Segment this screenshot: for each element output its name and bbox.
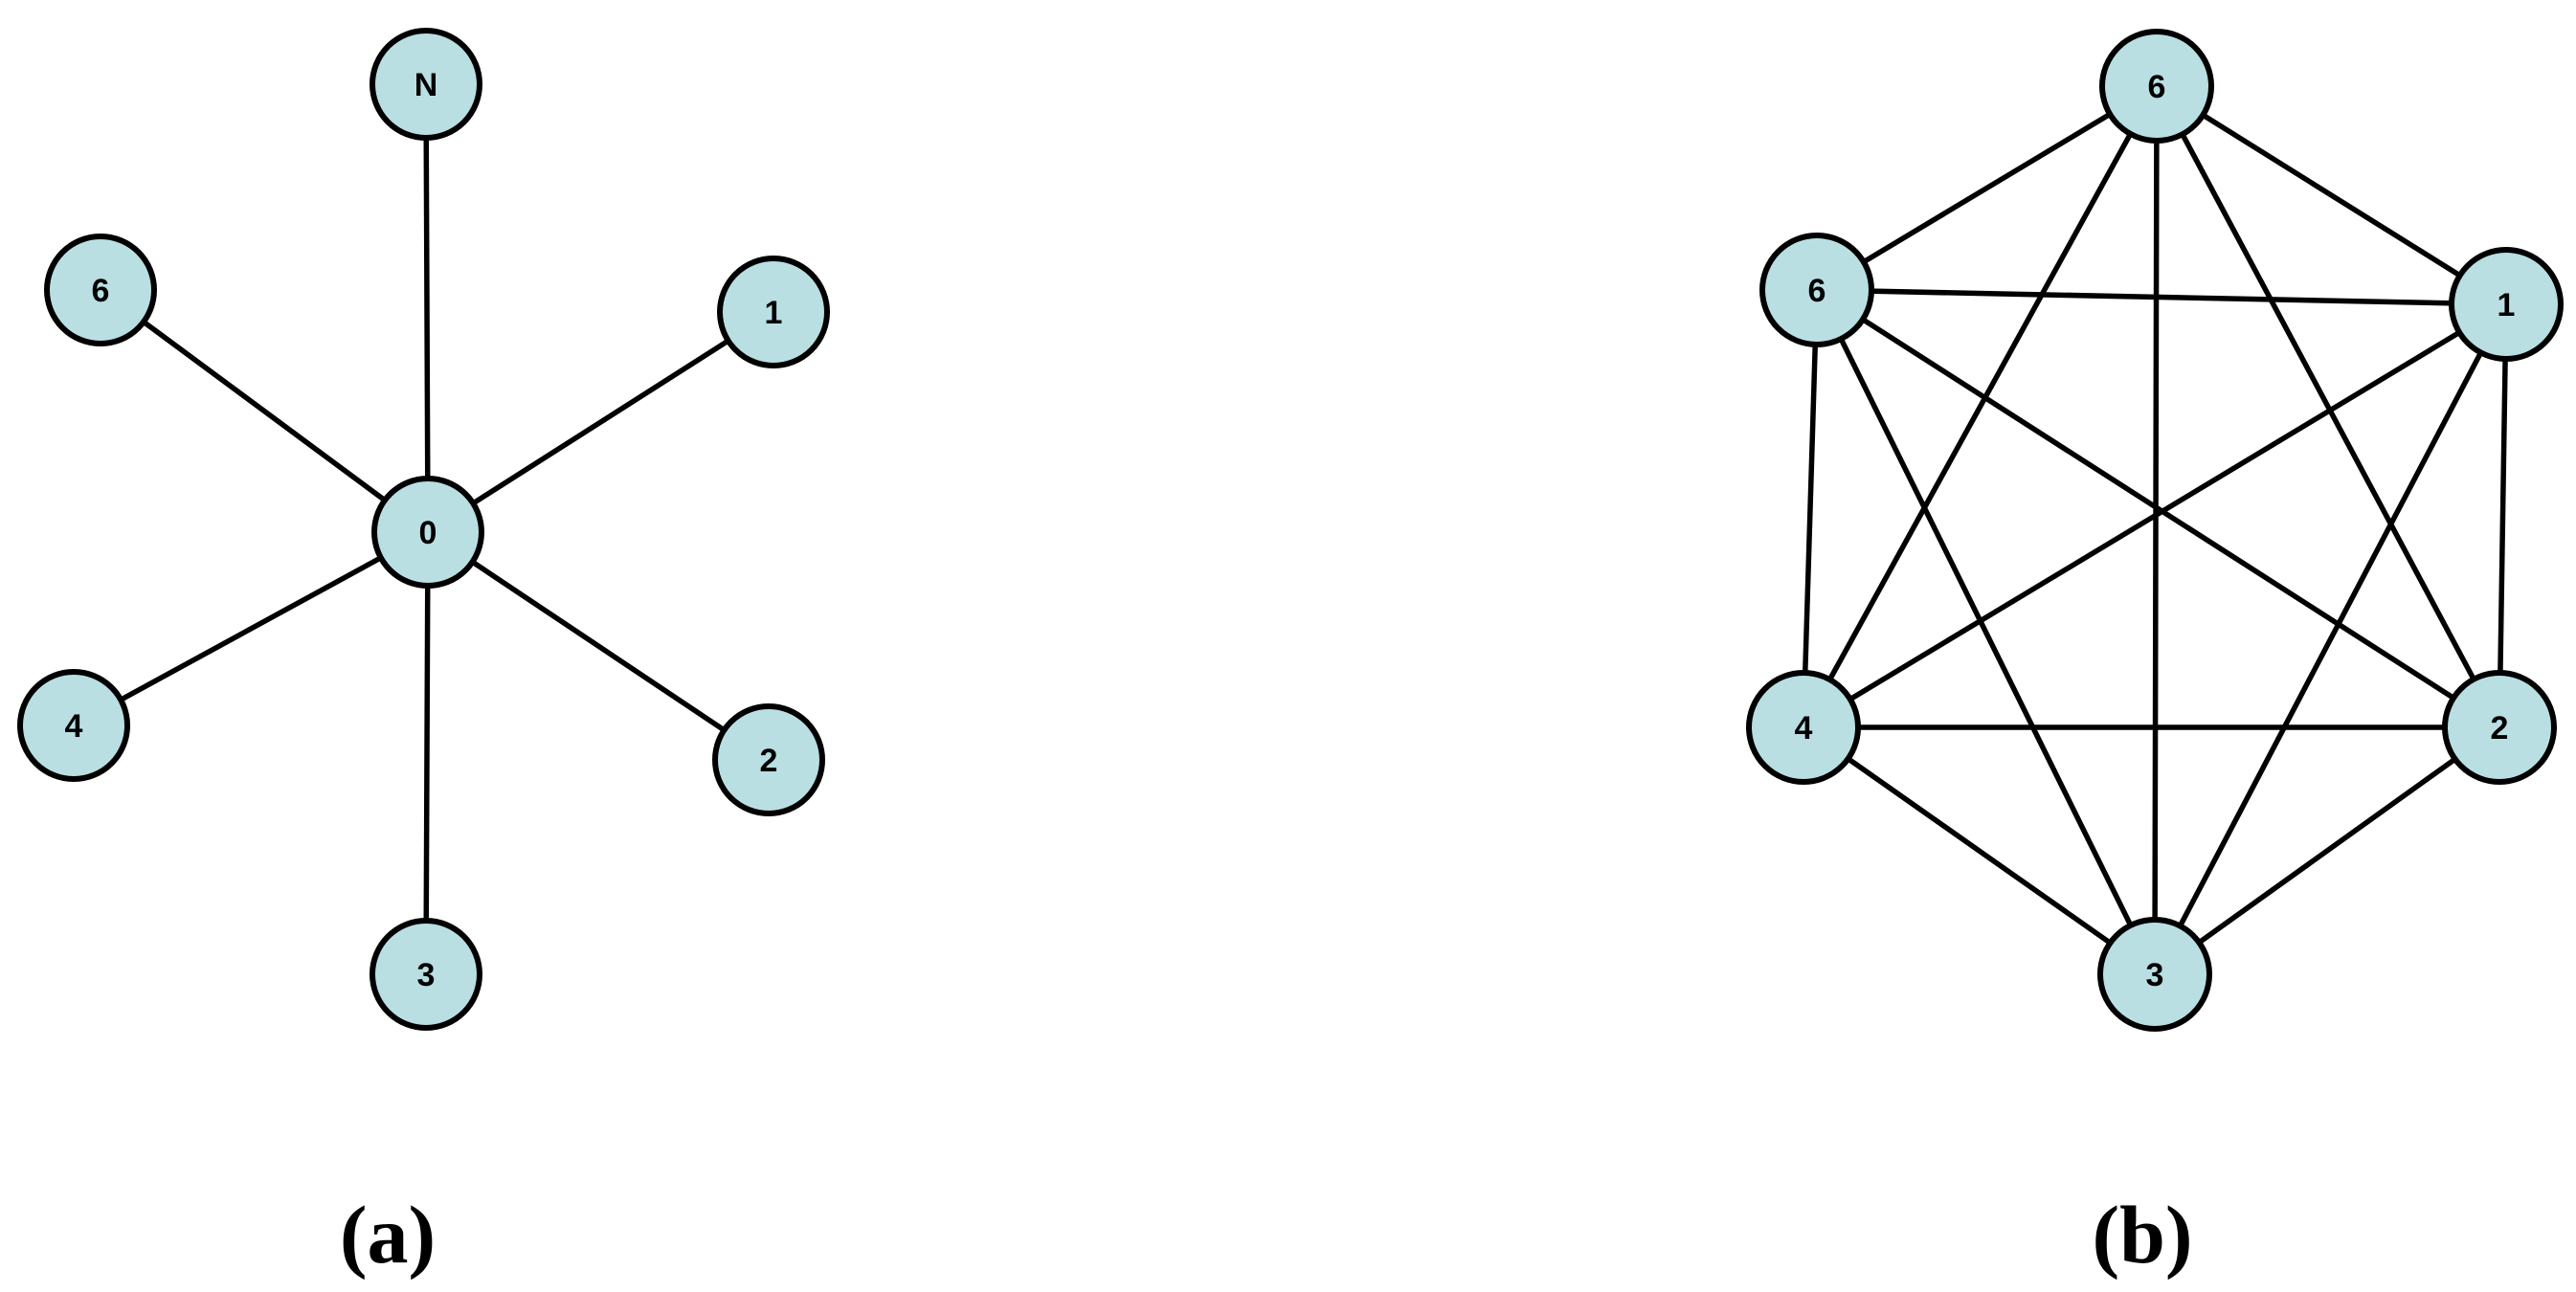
node-label: 1 [765, 295, 783, 331]
node-a-2: 2 [712, 703, 825, 816]
node-a-0: 0 [371, 476, 484, 589]
node-a-4: 4 [17, 669, 130, 782]
node-a-6: 6 [44, 234, 157, 346]
edge-a-0-4 [71, 529, 431, 728]
node-circle [2442, 670, 2557, 785]
node-circle [2449, 247, 2564, 362]
edge-b-ll-bot [1801, 724, 2158, 977]
node-circle [44, 234, 157, 346]
node-label: 6 [92, 273, 110, 309]
panel-b-label: (b) [2092, 1189, 2192, 1281]
node-circle [371, 476, 484, 589]
edge-a-0-3 [423, 529, 431, 977]
edge-b-top-ll [1801, 83, 2160, 730]
edge-a-0-6 [98, 287, 431, 535]
node-a-3: 3 [370, 918, 482, 1031]
node-circle [2099, 29, 2214, 144]
edge-b-ur-ll [1801, 301, 2509, 730]
node-circle [2097, 917, 2212, 1032]
edge-b-ur-lr [2497, 301, 2509, 730]
panel-b-edges [1801, 83, 2509, 977]
node-label: 0 [419, 515, 437, 551]
node-label: 3 [2146, 957, 2164, 993]
node-b-lr: 2 [2442, 670, 2557, 785]
node-label: 4 [65, 708, 83, 745]
node-label: 4 [1795, 710, 1813, 746]
edge-b-ul-lr [1814, 287, 2502, 730]
node-label: 3 [417, 957, 436, 993]
node-circle [1746, 670, 1861, 785]
node-label: 6 [2148, 69, 2166, 105]
edge-b-top-bot [2152, 83, 2160, 977]
node-label: 6 [1808, 273, 1826, 309]
panel-a-star-topology: N 6 1 0 4 2 3 (a) [17, 28, 830, 1281]
edge-b-top-lr [2154, 83, 2502, 730]
node-b-ur: 1 [2449, 247, 2564, 362]
edge-b-ul-ll [1801, 287, 1820, 730]
edge-a-0-1 [425, 309, 776, 535]
edge-b-ur-bot [2152, 301, 2509, 977]
node-circle [17, 669, 130, 782]
node-circle [712, 703, 825, 816]
panel-a-nodes: N 6 1 0 4 2 3 [17, 28, 830, 1031]
node-circle [370, 28, 482, 141]
edge-a-0-N [423, 81, 431, 535]
node-b-ll: 4 [1746, 670, 1861, 785]
node-circle [1759, 233, 1874, 347]
node-b-ul: 6 [1759, 233, 1874, 347]
panel-a-label: (a) [340, 1189, 436, 1281]
panel-a-edges [71, 81, 776, 977]
panel-b-nodes: 6 6 1 4 2 3 [1746, 29, 2564, 1032]
node-b-top: 6 [2099, 29, 2214, 144]
node-label: 2 [2491, 710, 2509, 746]
node-b-bot: 3 [2097, 917, 2212, 1032]
edge-b-lr-bot [2152, 724, 2502, 977]
edge-a-0-2 [425, 529, 772, 763]
node-label: 2 [760, 743, 778, 779]
node-label: 1 [2498, 287, 2516, 323]
edge-b-top-ur [2154, 83, 2509, 307]
edge-b-ul-ur [1814, 287, 2509, 307]
node-a-N: N [370, 28, 482, 141]
node-a-1: 1 [717, 256, 830, 368]
node-label: N [414, 67, 438, 103]
node-circle [717, 256, 830, 368]
edge-b-top-ul [1814, 83, 2160, 293]
edge-b-ul-bot [1814, 287, 2158, 977]
node-circle [370, 918, 482, 1031]
panel-b-full-mesh-topology: 6 6 1 4 2 3 (b) [1746, 29, 2564, 1281]
